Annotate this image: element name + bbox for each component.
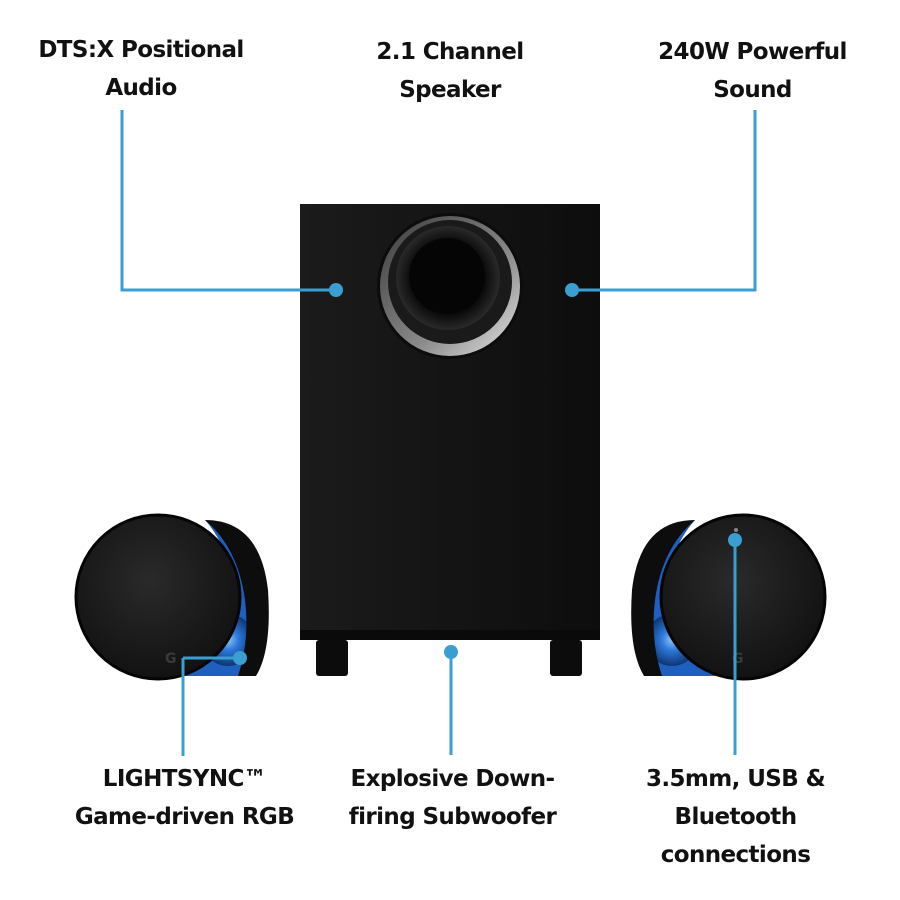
subwoofer-feature-line1: Explosive Down-: [350, 766, 556, 792]
svg-text:G: G: [732, 651, 744, 667]
right-satellite-speaker-illustration: G: [631, 513, 827, 681]
left-satellite-speaker-illustration: G: [74, 513, 269, 681]
connections-callout-dot: [728, 533, 742, 547]
power-callout-line: [572, 110, 757, 292]
subwoofer-feature-line2: firing Subwoofer: [348, 804, 557, 830]
lightsync-feature-label: LIGHTSYNC™ Game-driven RGB: [62, 760, 307, 836]
channel-feature-line1: 2.1 Channel: [376, 39, 524, 65]
connections-feature-line3: connections: [660, 842, 811, 868]
power-feature-line2: Sound: [713, 77, 792, 103]
lightsync-feature-line1: LIGHTSYNC™: [102, 766, 267, 792]
lightsync-callout-dot: [233, 651, 247, 665]
channel-feature-label: 2.1 Channel Speaker: [340, 33, 560, 109]
dts-feature-line2: Audio: [105, 75, 177, 101]
lightsync-feature-line2: Game-driven RGB: [74, 804, 295, 830]
subwoofer-callout-dot: [444, 645, 458, 659]
dts-feature-line1: DTS:X Positional: [38, 37, 244, 63]
dts-feature-label: DTS:X Positional Audio: [36, 31, 246, 107]
subwoofer-feature-label: Explosive Down- firing Subwoofer: [340, 760, 565, 836]
channel-feature-line2: Speaker: [399, 77, 501, 103]
dts-callout-dot: [329, 283, 343, 297]
svg-text:G: G: [165, 651, 177, 667]
connections-feature-line2: Bluetooth: [674, 804, 798, 830]
connections-feature-line1: 3.5mm, USB &: [645, 766, 826, 792]
power-feature-line1: 240W Powerful: [658, 39, 847, 65]
power-callout-dot: [565, 283, 579, 297]
connections-feature-label: 3.5mm, USB & Bluetooth connections: [628, 760, 843, 874]
power-feature-label: 240W Powerful Sound: [640, 33, 865, 109]
dts-callout-line: [120, 110, 336, 292]
subwoofer-illustration: [300, 204, 600, 676]
